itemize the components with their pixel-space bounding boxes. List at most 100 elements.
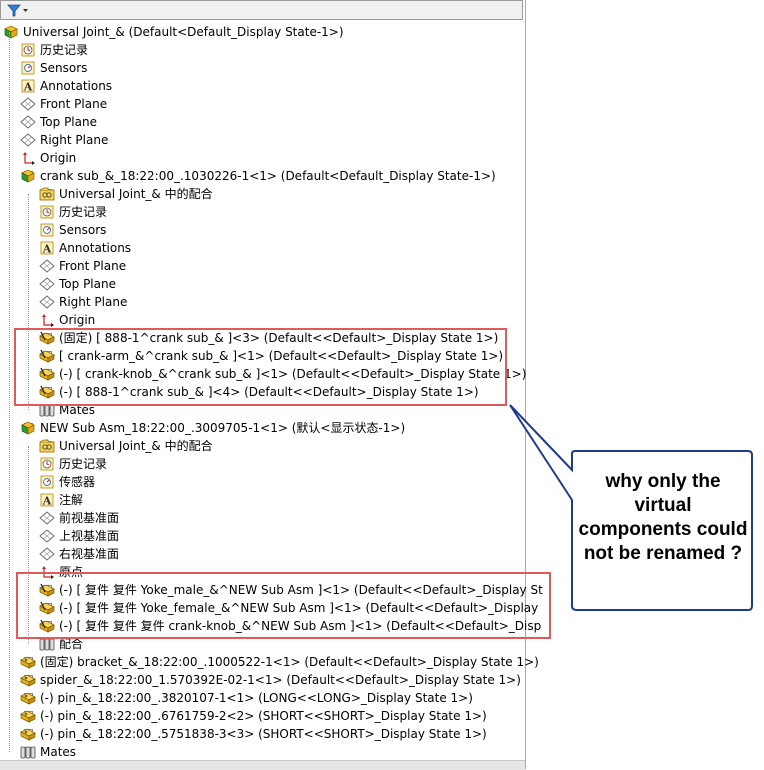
part-icon (20, 708, 36, 724)
tree-node-24-item[interactable]: 历史记录 (0, 455, 525, 473)
sensor-icon (20, 60, 36, 76)
tree-node-4-front-plane[interactable]: Front Plane (0, 95, 525, 113)
highlight-box-newsub-virtual-components (16, 572, 551, 639)
tree-node-25-item[interactable]: 传感器 (0, 473, 525, 491)
tree-node-39-pin-18-22-00-5751838-3-3-short[interactable]: +(-) pin_&_18:22:00_.5751838-3<3> (SHORT… (0, 725, 525, 743)
tree-node-label: (-) [ 复件 复件 复件 crank-knob_&^NEW Sub Asm … (59, 619, 542, 633)
annotation-icon: A (39, 240, 55, 256)
tree-node-label: Origin (40, 151, 77, 165)
origin-icon (20, 150, 36, 166)
history-icon (39, 456, 55, 472)
mates-folder-icon (39, 438, 55, 454)
callout-text: why only the virtual components could no… (578, 471, 748, 564)
sensor-icon (39, 222, 55, 238)
history-icon (20, 42, 36, 58)
tree-node-28-item[interactable]: 上视基准面 (0, 527, 525, 545)
tree-node-label: (-) [ 复件 复件 Yoke_female_&^NEW Sub Asm ]<… (59, 601, 539, 615)
tree-node-label: Universal Joint_& (Default<Default_Displ… (23, 25, 344, 39)
tree-node-label: Top Plane (59, 277, 116, 291)
tree-node-26-item[interactable]: +A注解 (0, 491, 525, 509)
tree-node-40-mates[interactable]: +Mates (0, 743, 525, 761)
tree-node-label: 右视基准面 (59, 547, 120, 561)
tree-node-7-origin[interactable]: Origin (0, 149, 525, 167)
tree-node-27-item[interactable]: 前视基准面 (0, 509, 525, 527)
tree-guide-line (28, 194, 29, 410)
tree-node-17-888-1-crank-sub-3-default-defa[interactable]: +(固定) [ 888-1^crank sub_& ]<3> (Default<… (0, 329, 525, 347)
tree-node-14-top-plane[interactable]: Top Plane (0, 275, 525, 293)
tree-node-label: Annotations (40, 79, 113, 93)
tree-node-36-spider-18-22-00-1-570392e-02-1[interactable]: +spider_&_18:22:00_1.570392E-02-1<1> (De… (0, 671, 525, 689)
tree-node-15-right-plane[interactable]: Right Plane (0, 293, 525, 311)
tree-node-1-item[interactable]: 历史记录 (0, 41, 525, 59)
tree-node-label: 上视基准面 (59, 529, 120, 543)
mates-icon (39, 636, 55, 652)
tree-node-label: NEW Sub Asm_18:22:00_.3009705-1<1> (默认<显… (40, 421, 406, 435)
part-icon (20, 654, 36, 670)
tree-node-9-universal-joint[interactable]: +Universal Joint_& 中的配合 (0, 185, 525, 203)
tree-node-label: spider_&_18:22:00_1.570392E-02-1<1> (Def… (40, 673, 521, 687)
tree-node-label: Origin (59, 313, 96, 327)
tree-node-0-universal-joint-default-defaul[interactable]: Universal Joint_& (Default<Default_Displ… (0, 23, 525, 41)
tree-node-label: Mates (40, 745, 77, 759)
plane-icon (39, 528, 55, 544)
tree-node-label: Front Plane (59, 259, 127, 273)
tree-node-label: (-) [ 复件 复件 Yoke_male_&^NEW Sub Asm ]<1>… (59, 583, 543, 597)
tree-node-5-top-plane[interactable]: Top Plane (0, 113, 525, 131)
tree-node-label: 配合 (59, 637, 84, 651)
tree-node-6-right-plane[interactable]: Right Plane (0, 131, 525, 149)
tree-node-2-sensors[interactable]: Sensors (0, 59, 525, 77)
tree-node-22-new-sub-asm-18-22-00-3009705-1[interactable]: −NEW Sub Asm_18:22:00_.3009705-1<1> (默认<… (0, 419, 525, 437)
tree-node-label: 历史记录 (59, 457, 108, 471)
horizontal-scrollbar[interactable] (0, 760, 525, 770)
tree-node-31-yoke-male-new-sub-asm-1-defaul[interactable]: +(-) [ 复件 复件 Yoke_male_&^NEW Sub Asm ]<1… (0, 581, 543, 599)
tree-node-18-crank-arm-crank-sub-1-default-[interactable]: +[ crank-arm_&^crank sub_& ]<1> (Default… (0, 347, 525, 365)
virtual-part-icon (39, 582, 55, 598)
tree-node-label: Sensors (59, 223, 107, 237)
tree-node-label: Mates (59, 403, 96, 417)
tree-node-29-item[interactable]: 右视基准面 (0, 545, 525, 563)
plane-icon (20, 114, 36, 130)
tree-guide-line (9, 32, 10, 752)
part-icon (20, 726, 36, 742)
tree-node-label: Annotations (59, 241, 132, 255)
tree-node-16-origin[interactable]: Origin (0, 311, 525, 329)
highlight-box-crank-virtual-components (14, 328, 507, 406)
plane-icon (39, 546, 55, 562)
assembly-icon (3, 24, 19, 40)
tree-node-38-pin-18-22-00-6761759-2-2-short[interactable]: +(-) pin_&_18:22:00_.6761759-2<2> (SHORT… (0, 707, 525, 725)
tree-node-label: Front Plane (40, 97, 108, 111)
tree-node-32-yoke-female-new-sub-asm-1-defa[interactable]: +(-) [ 复件 复件 Yoke_female_&^NEW Sub Asm ]… (0, 599, 538, 617)
tree-node-20-888-1-crank-sub-4-default-defa[interactable]: +(-) [ 888-1^crank sub_& ]<4> (Default<<… (0, 383, 525, 401)
tree-node-33-crank-knob-new-sub-asm-1-defau[interactable]: +(-) [ 复件 复件 复件 crank-knob_&^NEW Sub Asm… (0, 617, 541, 635)
tree-node-label: 注解 (59, 493, 84, 507)
tree-node-label: Universal Joint_& 中的配合 (59, 439, 213, 453)
tree-node-13-front-plane[interactable]: Front Plane (0, 257, 525, 275)
tree-node-label: 前视基准面 (59, 511, 120, 525)
tree-node-label: crank sub_&_18:22:00_.1030226-1<1> (Defa… (40, 169, 496, 183)
tree-node-label: Right Plane (40, 133, 109, 147)
tree-node-8-crank-sub-18-22-00-1030226-1-1[interactable]: −crank sub_&_18:22:00_.1030226-1<1> (Def… (0, 167, 525, 185)
subassembly-icon (20, 420, 36, 436)
tree-node-23-universal-joint[interactable]: +Universal Joint_& 中的配合 (0, 437, 525, 455)
tree-node-19-crank-knob-crank-sub-1-default[interactable]: +(-) [ crank-knob_&^crank sub_& ]<1> (De… (0, 365, 526, 383)
tree-node-10-item[interactable]: +历史记录 (0, 203, 525, 221)
tree-node-35-bracket-18-22-00-1000522-1-1-d[interactable]: +(固定) bracket_&_18:22:00_.1000522-1<1> (… (0, 653, 539, 671)
svg-text:A: A (42, 495, 52, 508)
tree-node-label: (固定) [ 888-1^crank sub_& ]<3> (Default<<… (59, 331, 499, 345)
filter-icon[interactable] (5, 3, 31, 18)
virtual-part-icon (39, 366, 55, 382)
tree-node-34-item[interactable]: 配合 (0, 635, 525, 653)
plane-icon (20, 96, 36, 112)
tree-node-11-sensors[interactable]: Sensors (0, 221, 525, 239)
virtual-part-icon (39, 618, 55, 634)
tree-node-37-pin-18-22-00-3820107-1-1-long-[interactable]: +(-) pin_&_18:22:00_.3820107-1<1> (LONG<… (0, 689, 525, 707)
mates-folder-icon (39, 186, 55, 202)
virtual-part-icon (39, 600, 55, 616)
tree-node-label: Right Plane (59, 295, 128, 309)
tree-node-label: 历史记录 (59, 205, 108, 219)
tree-toolbar (0, 0, 523, 20)
tree-guide-line (28, 446, 29, 644)
mates-icon (20, 744, 36, 760)
